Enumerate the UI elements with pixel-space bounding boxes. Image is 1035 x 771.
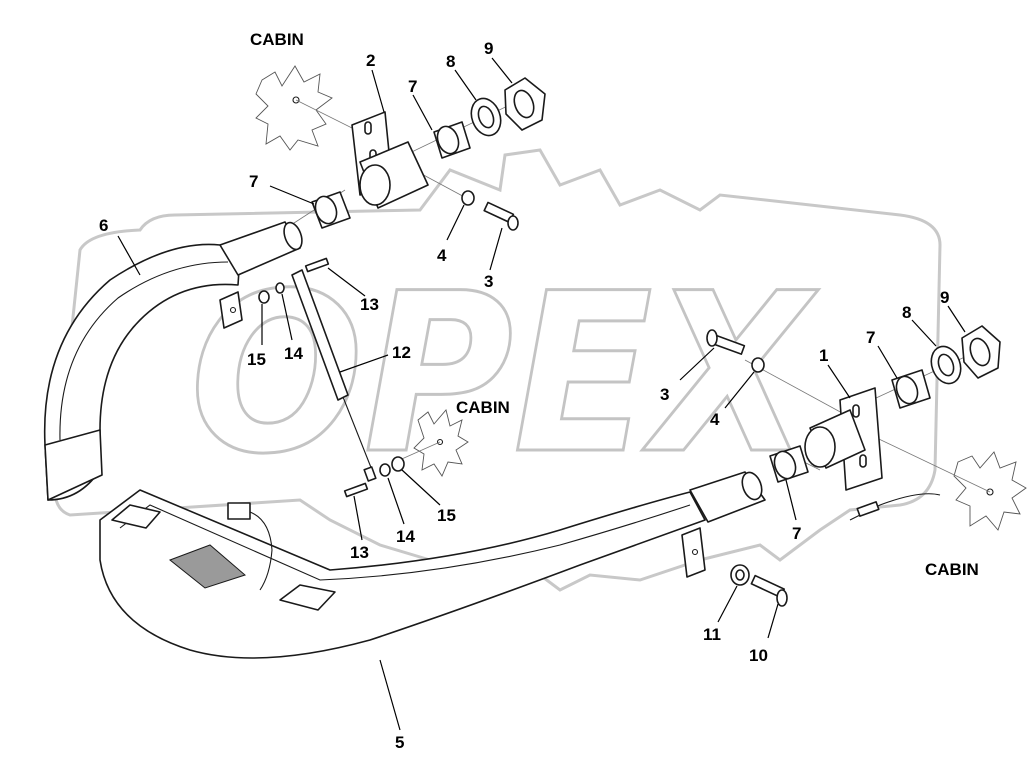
callout-11: 11 bbox=[703, 625, 721, 644]
part-8-washer-top bbox=[470, 97, 502, 137]
part-15-nut-bottom bbox=[391, 456, 405, 472]
leader-lines bbox=[117, 57, 966, 731]
cabin-label-top: CABIN bbox=[250, 30, 304, 49]
part-4-washer-right bbox=[751, 357, 765, 373]
callout-6: 6 bbox=[99, 216, 108, 235]
part-13-bolt-bottom bbox=[343, 482, 369, 498]
callout-2: 2 bbox=[366, 51, 375, 70]
part-13-bolt-top bbox=[304, 257, 330, 273]
callout-1: 1 bbox=[819, 346, 828, 365]
part-7-bushing-right-lower bbox=[769, 445, 809, 483]
part-11-nut bbox=[730, 564, 750, 586]
part-1-right-bracket bbox=[804, 387, 941, 521]
callout-8-right: 8 bbox=[902, 303, 911, 322]
callout-7-top-right: 7 bbox=[408, 77, 417, 96]
cabin-label-right: CABIN bbox=[925, 560, 979, 579]
part-10-bolt bbox=[750, 574, 788, 607]
cabin-fragment-top bbox=[255, 65, 333, 151]
callout-7-right-lower: 7 bbox=[792, 524, 801, 543]
part-14-washer-top bbox=[275, 282, 285, 294]
cabin-fragment-middle bbox=[413, 409, 469, 477]
callout-3-top: 3 bbox=[484, 272, 493, 291]
part-4-washer-top bbox=[461, 190, 475, 206]
callout-4-right: 4 bbox=[710, 410, 720, 429]
part-3-bolt-top bbox=[483, 201, 519, 231]
callout-12: 12 bbox=[392, 343, 411, 362]
callout-9-right: 9 bbox=[940, 288, 949, 307]
callout-numbers: 1 2 3 3 4 4 5 6 7 7 7 7 8 8 9 9 10 11 12… bbox=[99, 39, 949, 752]
part-7-bushing-right-upper bbox=[891, 369, 931, 409]
callout-13-top: 13 bbox=[360, 295, 379, 314]
watermark-text: OPEX bbox=[190, 246, 819, 502]
part-2-left-bracket bbox=[351, 111, 429, 209]
callout-15-bottom: 15 bbox=[437, 506, 456, 525]
part-3-bolt-right bbox=[706, 329, 746, 355]
callout-5: 5 bbox=[395, 733, 404, 752]
part-6-upper-rail bbox=[43, 221, 303, 501]
callout-7-top-left: 7 bbox=[249, 172, 258, 191]
callout-9-top: 9 bbox=[484, 39, 493, 58]
part-9-nut-right bbox=[961, 325, 1001, 379]
callout-8-top: 8 bbox=[446, 52, 455, 71]
part-14-washer-bottom bbox=[379, 463, 391, 477]
part-12-gas-strut bbox=[291, 269, 377, 482]
watermark-logo: OPEX bbox=[53, 148, 942, 592]
part-7-bushing-top-right bbox=[433, 121, 471, 159]
part-15-nut-top bbox=[258, 290, 270, 304]
callout-3-right: 3 bbox=[660, 385, 669, 404]
callout-13-bottom: 13 bbox=[350, 543, 369, 562]
part-9-nut-top bbox=[504, 77, 546, 131]
callout-7-right-upper: 7 bbox=[866, 328, 875, 347]
callout-15-top: 15 bbox=[247, 350, 266, 369]
cabin-label-middle: CABIN bbox=[456, 398, 510, 417]
part-7-bushing-top-left bbox=[311, 191, 351, 229]
part-5-lower-rail bbox=[99, 471, 766, 659]
part-8-washer-right bbox=[930, 345, 962, 385]
callout-10: 10 bbox=[749, 646, 768, 665]
callout-4-top: 4 bbox=[437, 246, 447, 265]
callout-14-top: 14 bbox=[284, 344, 303, 363]
callout-14-bottom: 14 bbox=[396, 527, 415, 546]
cabin-fragment-right bbox=[953, 451, 1027, 531]
